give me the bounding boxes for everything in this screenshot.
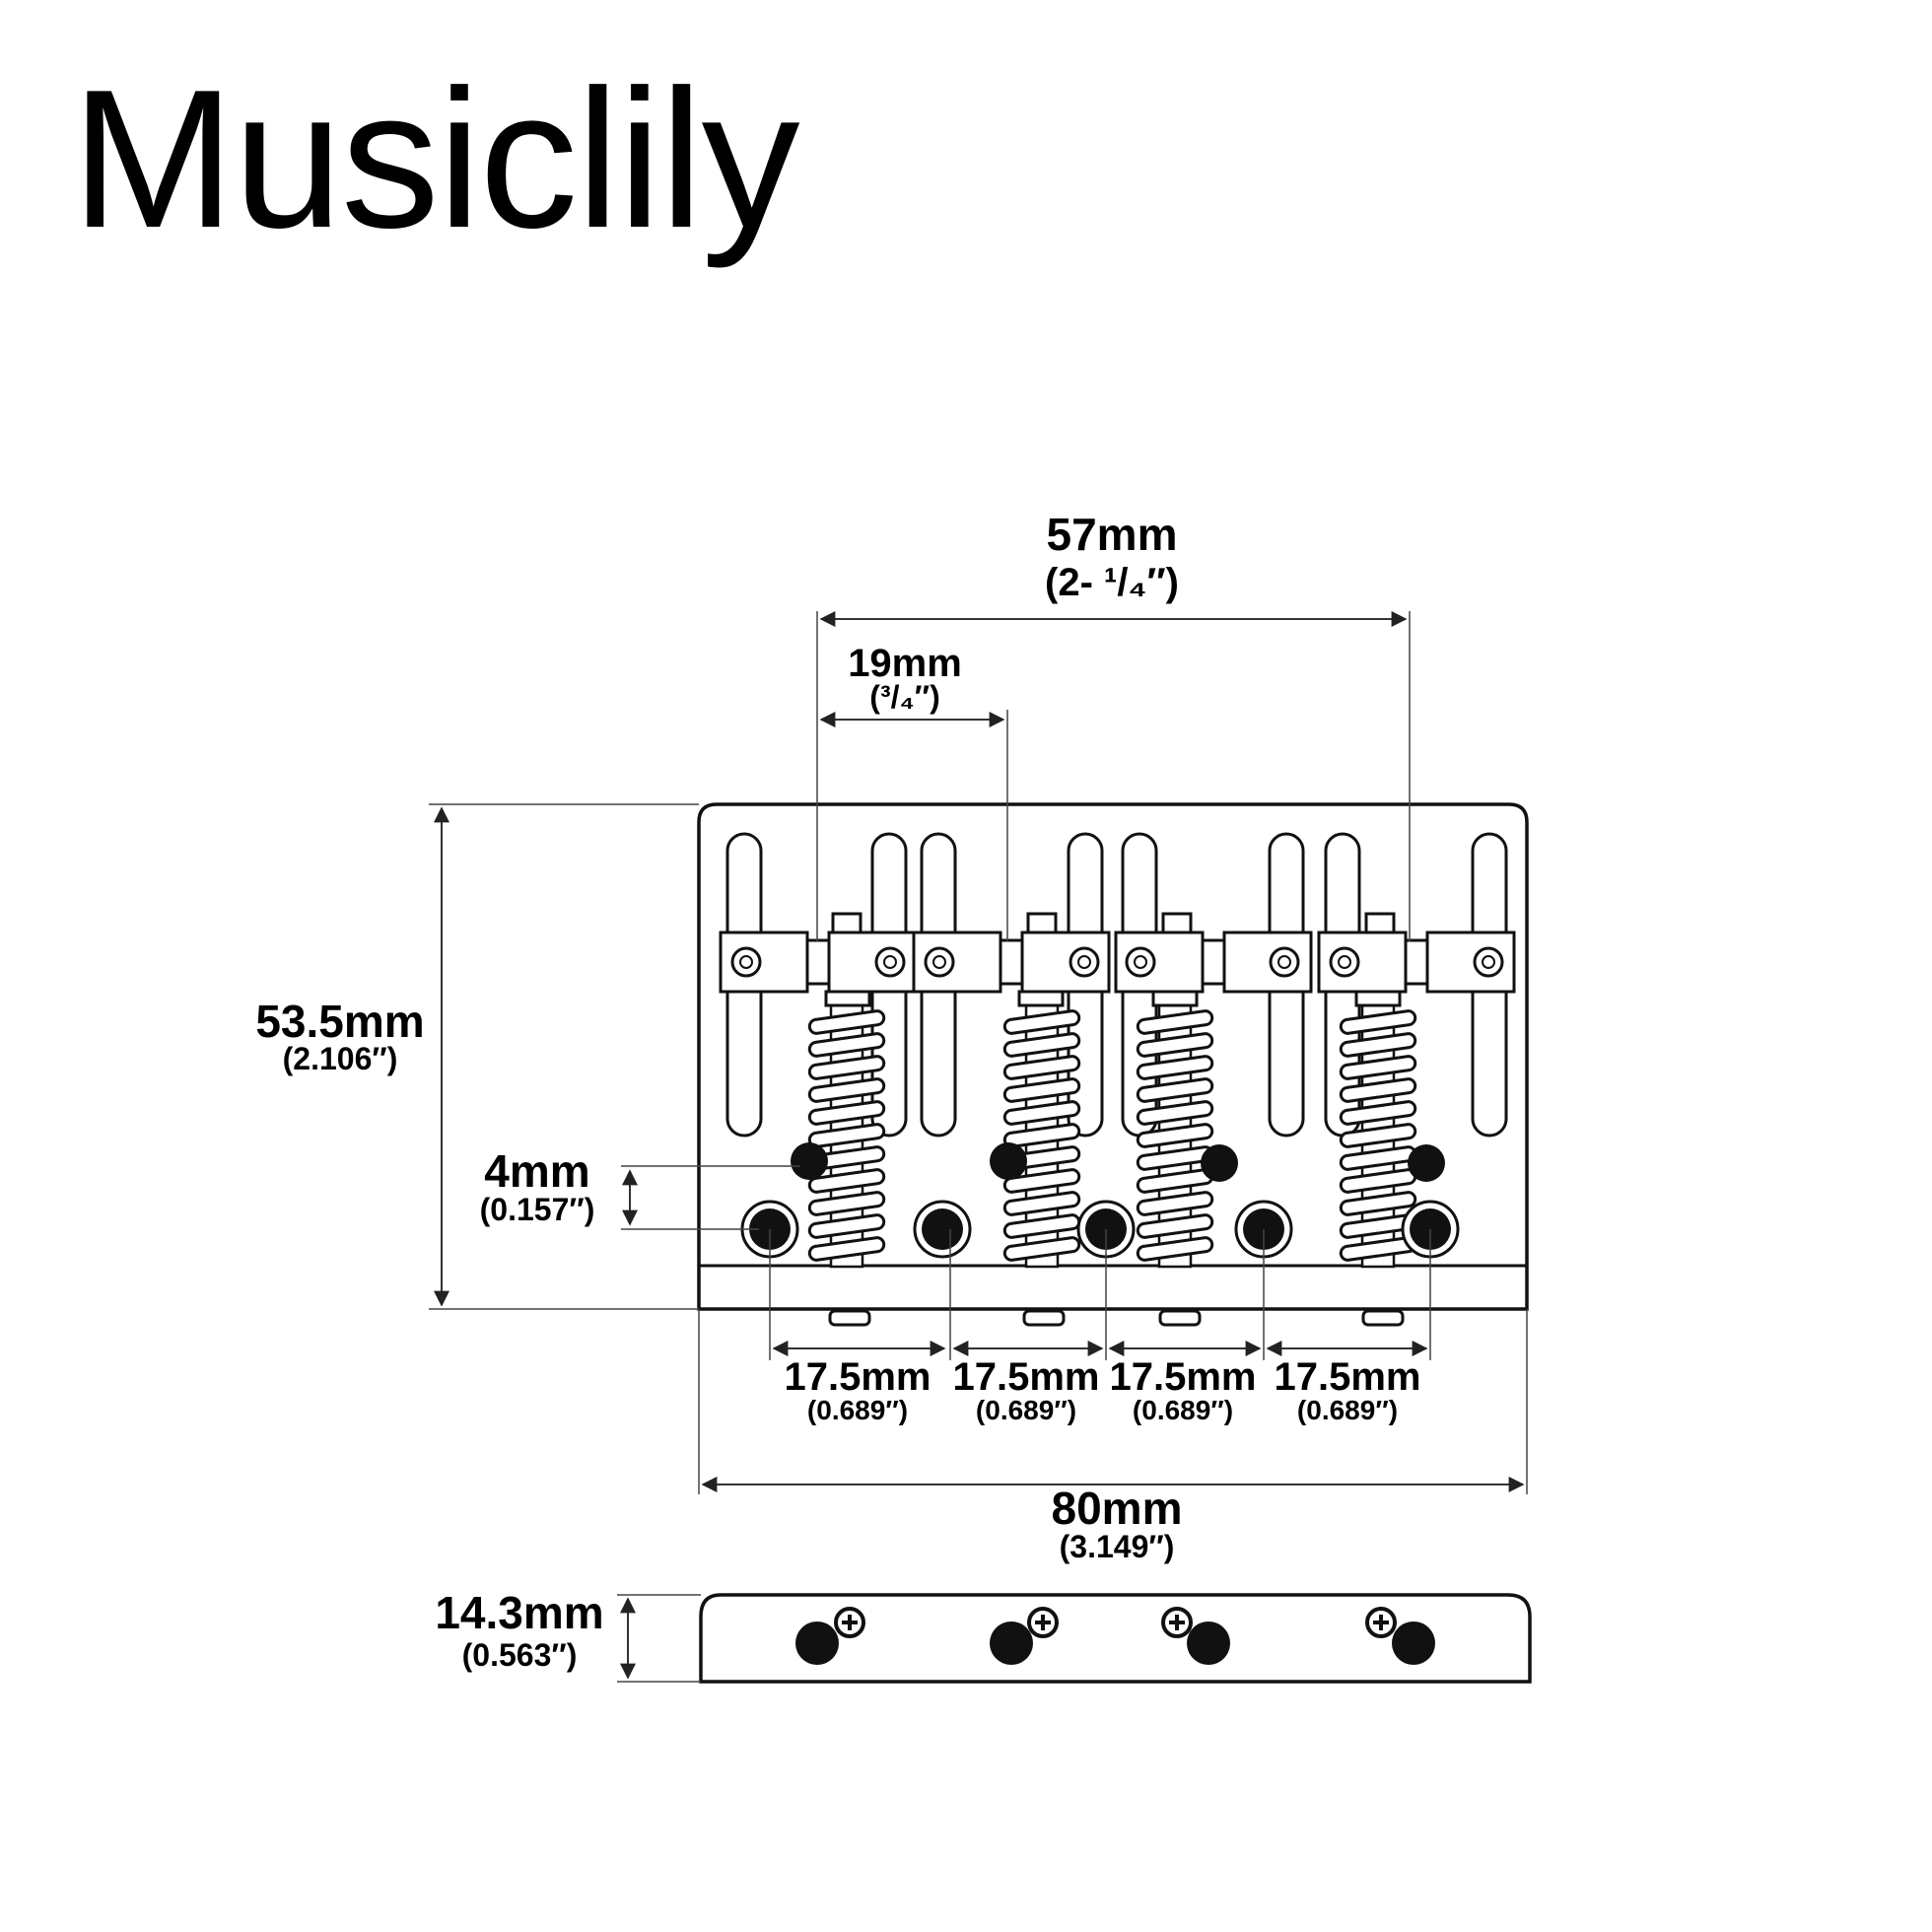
saddles (719, 912, 1516, 1007)
screw-head-icon (874, 946, 906, 978)
bridge-side-view (699, 1593, 1532, 1684)
screw-head-icon (1269, 946, 1300, 978)
saddle-width-inch: (³/₄″) (869, 679, 939, 715)
spring (1136, 994, 1214, 1269)
plate-width-mm: 80mm (1052, 1483, 1183, 1534)
string-span-inch: (2- ¹/₄″) (1045, 561, 1179, 604)
hole-spacing-mm: 17.5mm (953, 1355, 1100, 1399)
plate-length-mm: 53.5mm (255, 996, 424, 1047)
saddle-springs (807, 994, 1417, 1269)
screw-head-icon (1329, 946, 1360, 978)
plate-tabs (828, 1309, 1405, 1327)
phillips-screw-icon (1161, 1607, 1193, 1638)
saddle-2 (912, 912, 1111, 1007)
dimension-labels: 57mm (2- ¹/₄″) 19mm (³/₄″) 53.5mm (2.106… (255, 509, 1420, 1673)
phillips-screw-icon (1365, 1607, 1397, 1638)
hole-spacing-inch: (0.689″) (1297, 1395, 1398, 1425)
string-holes (740, 1200, 1460, 1259)
screw-head-icon (1125, 946, 1156, 978)
saddle-width-mm: 19mm (848, 642, 962, 685)
hole-spacing-mm: 17.5mm (1275, 1355, 1421, 1399)
hole-spacing-mm: 17.5mm (1110, 1355, 1257, 1399)
bridge-top-view (697, 802, 1529, 1327)
brand-logo-text: Musiclily (71, 49, 800, 269)
screw-head-icon (730, 946, 762, 978)
dimension-lines (429, 611, 1528, 1683)
saddle-4 (1317, 912, 1516, 1007)
mounting-holes (791, 1142, 1445, 1182)
hole-spacing-inch: (0.689″) (807, 1395, 908, 1425)
phillips-screw-icons (834, 1607, 1397, 1638)
hole-spacing-inch: (0.689″) (1133, 1395, 1233, 1425)
spring (807, 994, 886, 1269)
string-span-mm: 57mm (1047, 509, 1178, 560)
screw-head-icon (924, 946, 955, 978)
saddle-screws (730, 946, 1504, 978)
height-inch: (0.563″) (462, 1637, 578, 1673)
hole-offset-mm: 4mm (484, 1145, 589, 1197)
screw-head-icon (1069, 946, 1100, 978)
height-mm: 14.3mm (435, 1587, 603, 1638)
screw-head-icon (1473, 946, 1504, 978)
spring (1339, 994, 1417, 1269)
hole-offset-inch: (0.157″) (480, 1192, 595, 1227)
phillips-screw-icon (1027, 1607, 1059, 1638)
plate-length-inch: (2.106″) (283, 1041, 398, 1076)
plate-width-inch: (3.149″) (1060, 1529, 1175, 1564)
hole-spacing-inch: (0.689″) (976, 1395, 1076, 1425)
hole-spacing-mm: 17.5mm (785, 1355, 932, 1399)
phillips-screw-icon (834, 1607, 865, 1638)
spring (1002, 994, 1081, 1269)
